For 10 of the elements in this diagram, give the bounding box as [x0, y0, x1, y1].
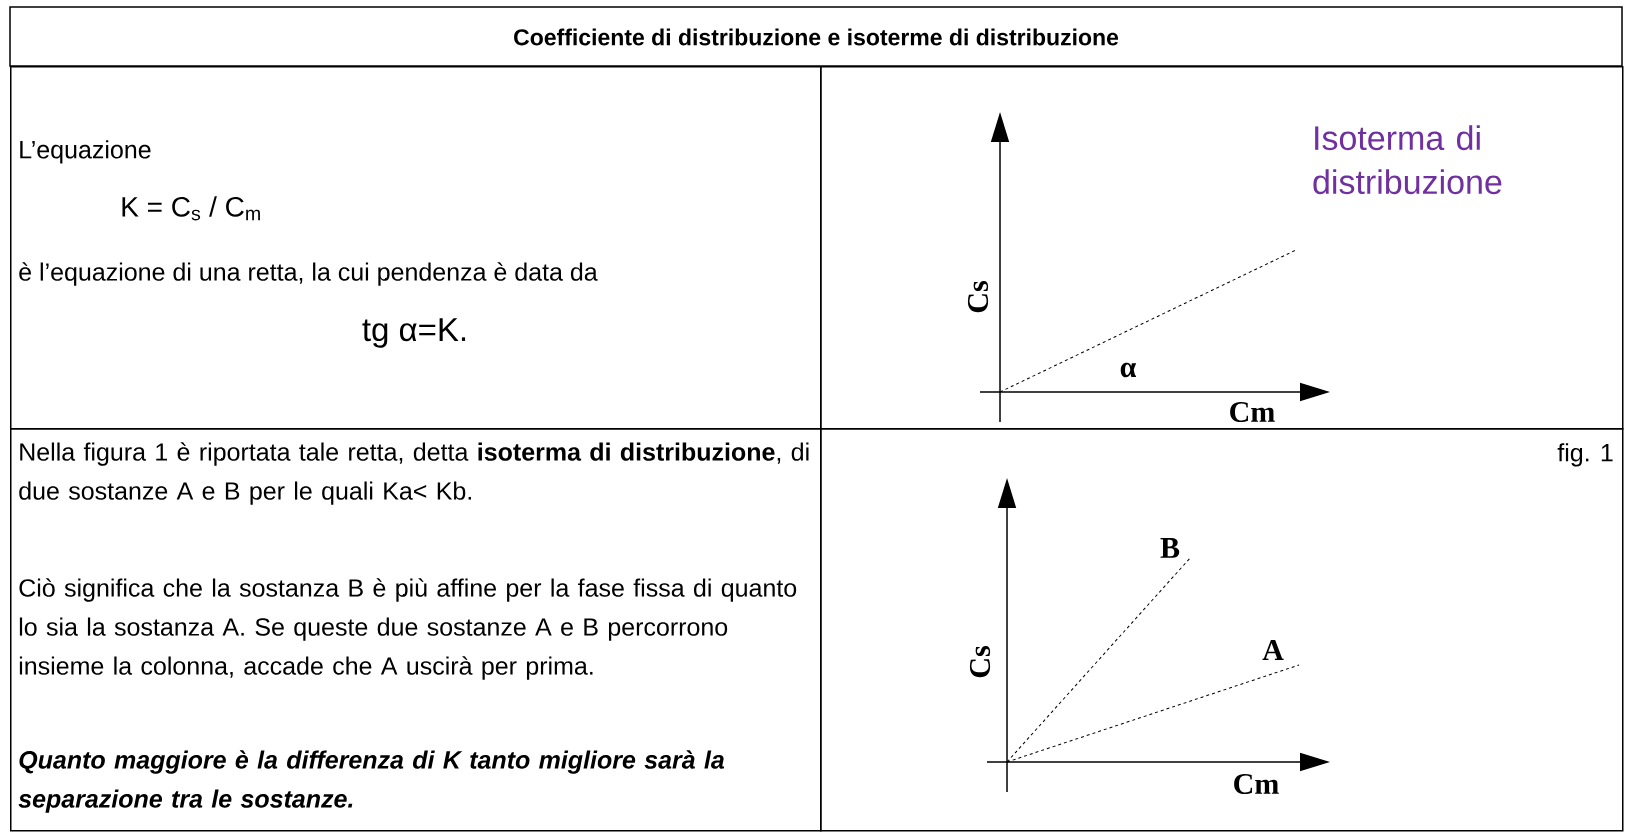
header-cell: Coefficiente di distribuzione e isoterme di distribuzione — [9, 6, 1623, 67]
axis-label: Cs — [967, 281, 989, 313]
table-cell: Nella figura 1 è riportata tale retta, detta isoterma di distribuzione, di due sostanze A e B per le quali Ka< Kb. Ciò significa che la sostanza B è più affine per la fase fissa di quanto lo sia la sostanza A. Se queste due sostanze A e B percorrono insieme la colonna, accade che A uscirà per prima. Quanto maggiore è la differenza di K tanto migliore sarà la separazione tra le sostanze. — [10, 428, 822, 832]
axis-label: Cs — [969, 646, 991, 678]
table-cell: L’equazione K = C$_{s}$ / C$_{m}$ è l’equazione di una retta, la cui pendenza è data da tg α=K. — [10, 66, 822, 430]
line-label: B — [1160, 538, 1180, 558]
line-label: A — [1262, 640, 1284, 660]
axis-label: Cm — [1234, 773, 1279, 795]
angle-label: α — [1120, 362, 1137, 378]
axis-label: Cm — [1230, 401, 1275, 423]
